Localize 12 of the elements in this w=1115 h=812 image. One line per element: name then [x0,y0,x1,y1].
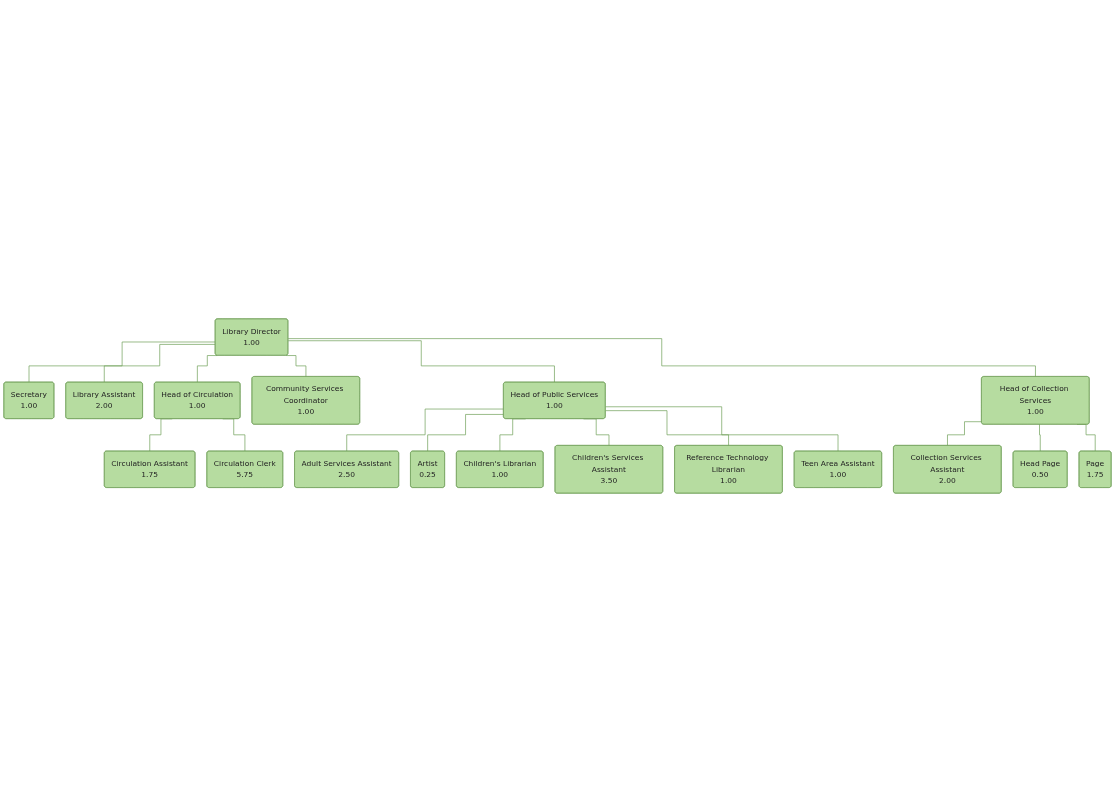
connector [103,344,216,383]
connector [1038,424,1041,452]
connector [346,408,504,452]
connector [947,421,982,446]
connector [197,355,218,383]
connector [287,338,1036,378]
connector [605,410,730,446]
connector [285,355,307,378]
connector [427,414,504,452]
connector [28,341,216,383]
connector [287,340,555,383]
connector [605,406,839,452]
